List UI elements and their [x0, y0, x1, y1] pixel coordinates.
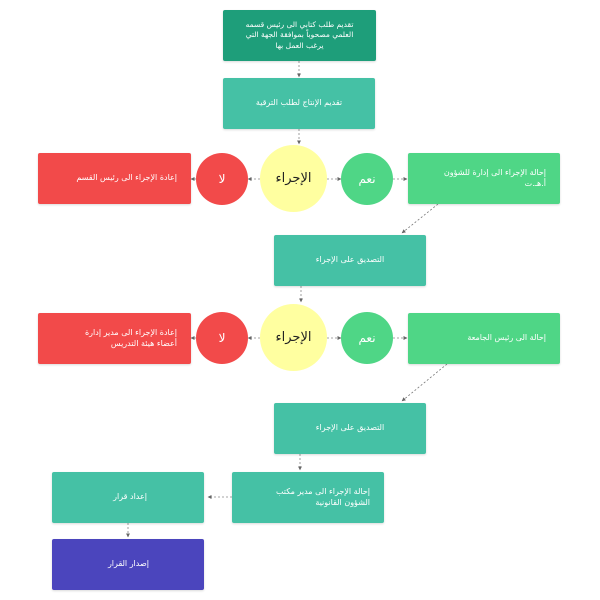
refer-legal-box: إحالة الإجراء الى مدير مكتب الشؤون القان…	[232, 472, 384, 523]
yes-2-circle: نعم	[341, 312, 393, 364]
refer-affairs-box: إحالة الإجراء الى إدارة للشؤون أ.هـ.ت	[408, 153, 560, 204]
decision-2-circle: الإجراء	[260, 304, 327, 371]
no-1-circle: لا	[196, 153, 248, 205]
decision-1-circle: الإجراء	[260, 145, 327, 212]
no-2-circle: لا	[196, 312, 248, 364]
refer-president-box: إحالة الى رئيس الجامعة	[408, 313, 560, 364]
submit-production-box: تقديم الإنتاج لطلب الترقية	[223, 78, 375, 129]
approve-1-box: التصديق على الإجراء	[274, 235, 426, 286]
arrow-president-to-approve-2	[401, 363, 448, 402]
yes-1-circle: نعم	[341, 153, 393, 205]
issue-decision-box: إصدار القرار	[52, 539, 204, 590]
return-to-faculty-affairs-box: إعادة الإجراء الى مدير إدارة أعضاء هيئة …	[38, 313, 191, 364]
submit-letter-box: تقديم طلب كتابي الى رئيس قسمه العلمي مصح…	[223, 10, 376, 61]
return-to-dept-head-box: إعادة الإجراء الى رئيس القسم	[38, 153, 191, 204]
approve-2-box: التصديق على الإجراء	[274, 403, 426, 454]
prepare-decision-box: إعداد قرار	[52, 472, 204, 523]
arrow-refer-to-approve-1	[401, 203, 439, 234]
